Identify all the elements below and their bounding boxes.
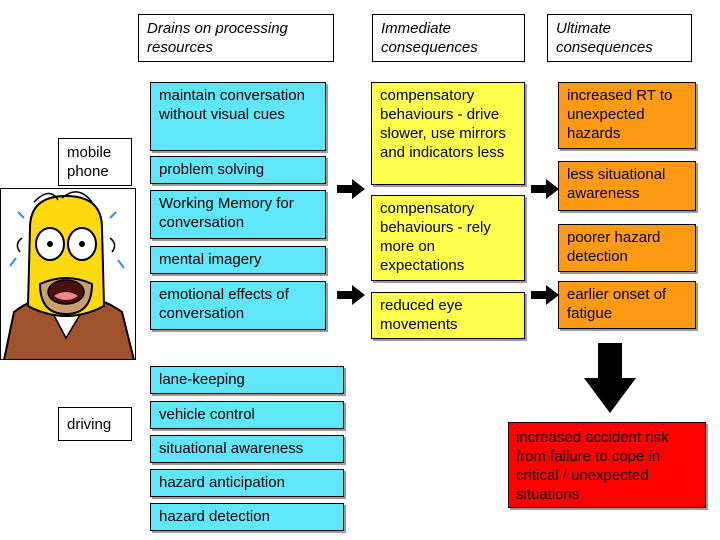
ultimate-item: poorer hazard detection bbox=[558, 224, 696, 272]
down-arrow-icon bbox=[584, 343, 636, 413]
header-drains: Drains on processing resources bbox=[138, 14, 334, 62]
right-arrow-icon bbox=[531, 179, 559, 199]
immediate-item: reduced eye movements bbox=[371, 292, 525, 339]
driving-task-item: vehicle control bbox=[150, 401, 344, 429]
drain-item: maintain conversation without visual cue… bbox=[150, 82, 326, 151]
label-driving: driving bbox=[58, 407, 132, 441]
drain-item: Working Memory for conversation bbox=[150, 190, 326, 239]
right-arrow-icon bbox=[337, 285, 365, 305]
driving-task-item: hazard anticipation bbox=[150, 469, 344, 497]
driving-task-item: lane-keeping bbox=[150, 366, 344, 394]
ultimate-item: less situational awareness bbox=[558, 161, 696, 211]
driving-task-item: hazard detection bbox=[150, 503, 344, 531]
cartoon-face-illustration bbox=[0, 188, 136, 360]
drain-item: emotional effects of conversation bbox=[150, 281, 326, 330]
header-immediate: Immediate consequences bbox=[372, 14, 525, 62]
immediate-item: compensatory behaviours - drive slower, … bbox=[371, 82, 525, 185]
drain-item: problem solving bbox=[150, 156, 326, 184]
right-arrow-icon bbox=[531, 285, 559, 305]
immediate-item: compensatory behaviours - rely more on e… bbox=[371, 195, 525, 281]
outcome-box: increased accident risk from failure to … bbox=[508, 422, 706, 508]
header-ultimate: Ultimate consequences bbox=[547, 14, 692, 62]
ultimate-item: increased RT to unexpected hazards bbox=[558, 82, 696, 149]
driving-task-item: situational awareness bbox=[150, 435, 344, 463]
ultimate-item: earlier onset of fatigue bbox=[558, 281, 696, 329]
right-arrow-icon bbox=[337, 179, 365, 199]
drain-item: mental imagery bbox=[150, 246, 326, 274]
label-mobile-phone: mobile phone bbox=[58, 138, 132, 186]
